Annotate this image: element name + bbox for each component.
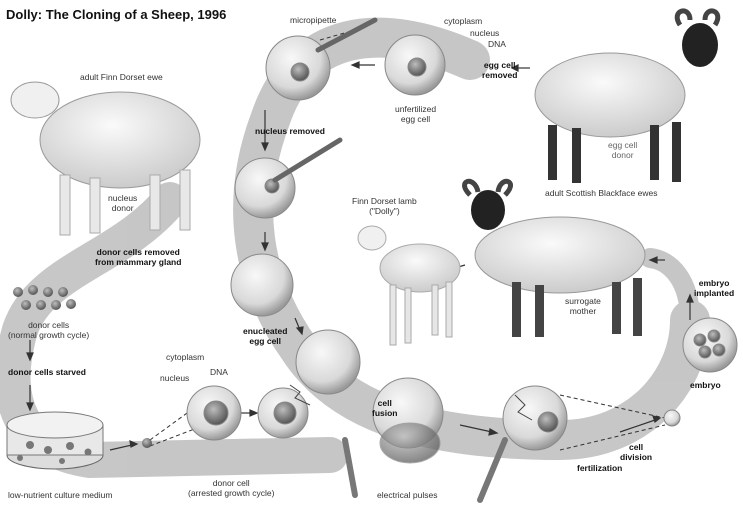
label-nucleus-donor: nucleus donor [108, 193, 138, 213]
electric-sparks [289, 384, 533, 421]
label-donor-cells-normal: donor cells (normal growth cycle) [8, 320, 90, 340]
electrodes [342, 437, 508, 503]
label-donor-cells-removed: donor cells removed from mammary gland [95, 247, 182, 267]
label-enucleated-egg: enucleated egg cell [243, 326, 288, 346]
label-unfertilized-egg: unfertilized egg cell [395, 104, 437, 124]
egg-donor-ewe-illustration [534, 8, 721, 183]
label-fertilization: fertilization [577, 463, 623, 473]
label-cell-fusion: cell fusion [372, 398, 398, 418]
single-donor-cell [142, 438, 152, 448]
label-adult-finn-dorset-ewe: adult Finn Dorset ewe [80, 72, 163, 82]
egg-cells [186, 34, 738, 464]
label-adult-scottish-blackface: adult Scottish Blackface ewes [545, 188, 658, 198]
label-embryo: embryo [690, 380, 721, 390]
label-finn-dorset-lamb: Finn Dorset lamb ("Dolly") [352, 196, 417, 216]
culture-dish [6, 411, 104, 470]
label-embryo-implanted: embryo implanted [694, 278, 735, 298]
label-nucleus-bottom: nucleus [160, 373, 190, 383]
label-nucleus-top: nucleus [470, 28, 500, 38]
label-dna-top: DNA [488, 39, 506, 49]
donor-cells-cluster [13, 285, 76, 310]
label-cell-division: cell division [620, 442, 653, 462]
label-egg-cell-donor: egg cell donor [608, 140, 638, 160]
label-egg-cell-removed: egg cell removed [482, 60, 518, 80]
label-micropipette: micropipette [290, 15, 337, 25]
diagram-title: Dolly: The Cloning of a Sheep, 1996 [6, 7, 227, 22]
label-low-nutrient-medium: low-nutrient culture medium [8, 490, 113, 500]
label-cytoplasm-top: cytoplasm [444, 16, 483, 26]
label-electrical-pulses: electrical pulses [377, 490, 438, 500]
label-surrogate-mother: surrogate mother [565, 296, 601, 316]
lamb-dolly-illustration [357, 225, 461, 346]
process-arrows [26, 61, 694, 451]
label-dna-bottom: DNA [210, 367, 228, 377]
label-cytoplasm-bottom: cytoplasm [166, 352, 205, 362]
finn-dorset-ewe-illustration [10, 81, 201, 236]
micropipettes [272, 17, 378, 183]
label-nucleus-removed: nucleus removed [255, 126, 325, 136]
label-donor-cell-arrested: donor cell (arrested growth cycle) [188, 478, 275, 498]
label-donor-cells-starved: donor cells starved [8, 367, 86, 377]
surrogate-mother-illustration [462, 179, 646, 337]
